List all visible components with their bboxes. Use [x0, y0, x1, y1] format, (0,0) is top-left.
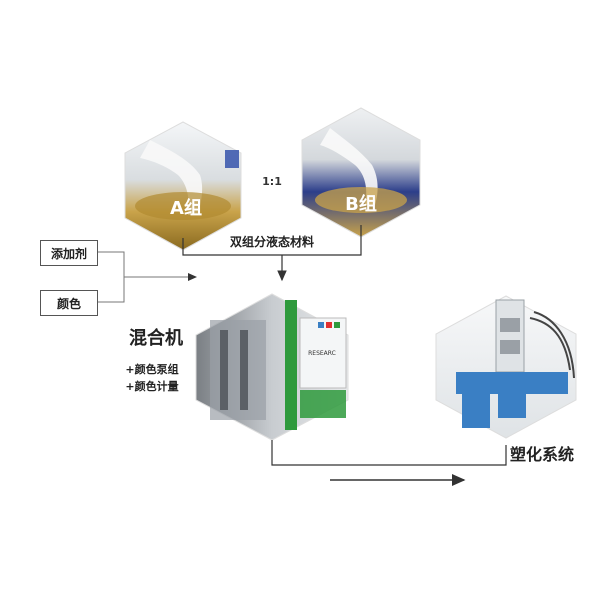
molding-machine-image [435, 295, 577, 439]
ratio-label: 1:1 [262, 175, 282, 188]
color-label: 颜色 [56, 296, 81, 311]
mixer-image [195, 293, 349, 441]
additive-label: 添加剂 [50, 246, 87, 261]
additive-box: 添加剂 [40, 240, 98, 266]
hexagon-a-image [124, 121, 242, 251]
two-component-label: 双组分液态材料 [230, 234, 314, 249]
hexagon-b-label: B组 [345, 193, 377, 215]
color-box: 颜色 [40, 290, 98, 316]
mixer-feature-1: +颜色泵组 [125, 362, 178, 376]
molding-title: 塑化系统 [510, 445, 574, 464]
hexagon-b-image [301, 107, 421, 238]
mixer-title: 混合机 [129, 327, 183, 349]
mixer-panel-text: RESEARC [308, 350, 336, 357]
mixer-to-molding-line [271, 440, 507, 466]
mixer-feature-2: +颜色计量 [125, 379, 178, 393]
material-bracket [182, 225, 362, 256]
hexagon-a-label: A组 [170, 197, 202, 219]
